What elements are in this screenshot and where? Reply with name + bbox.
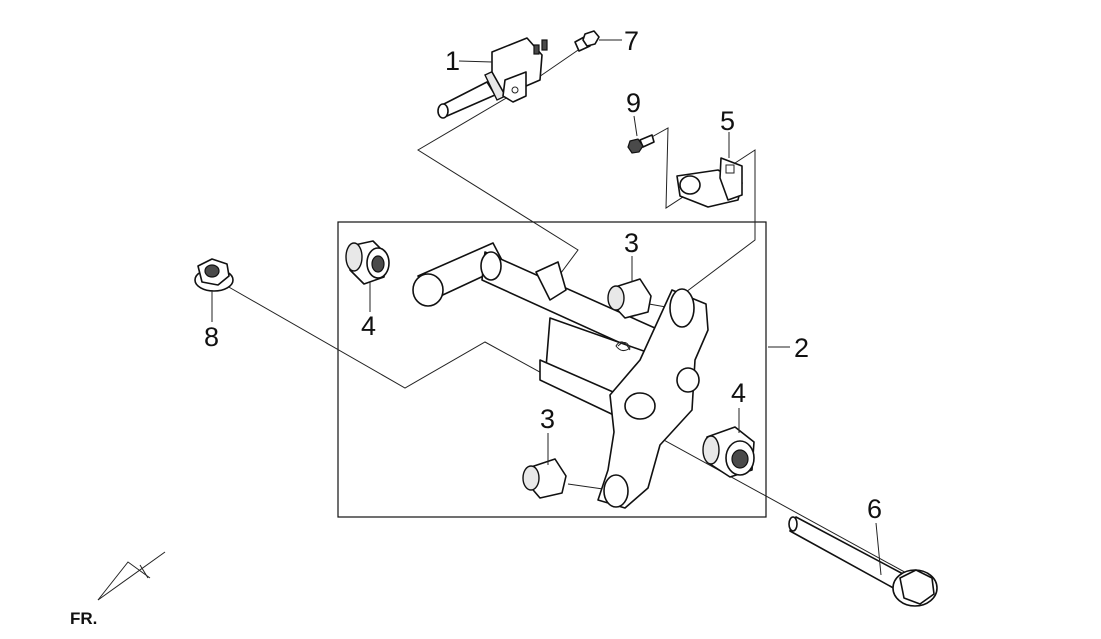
callout-5: 5 bbox=[720, 106, 735, 136]
callout-9: 9 bbox=[626, 88, 641, 118]
part-4-bushing-lower bbox=[702, 426, 755, 478]
callout-leaders bbox=[211, 39, 882, 576]
callout-6: 6 bbox=[867, 494, 882, 524]
part-2-bracket bbox=[412, 242, 709, 509]
front-direction-arrow-icon bbox=[97, 551, 166, 601]
callout-1: 1 bbox=[445, 46, 460, 76]
assembly-frame bbox=[337, 221, 767, 518]
callout-3-upper: 3 bbox=[624, 228, 639, 258]
part-7-bolt bbox=[574, 30, 600, 52]
callout-3-lower: 3 bbox=[540, 404, 555, 434]
part-5-clamp bbox=[676, 157, 743, 208]
part-3-cap-upper bbox=[607, 278, 695, 328]
callout-4-lower: 4 bbox=[731, 378, 746, 408]
part-4-bushing-upper bbox=[345, 240, 390, 285]
part-9-bolt bbox=[627, 134, 655, 154]
part-6-bolt bbox=[788, 516, 938, 607]
part-8-nut bbox=[194, 258, 234, 292]
callout-7: 7 bbox=[624, 26, 639, 56]
callout-4-upper: 4 bbox=[361, 311, 376, 341]
callout-8: 8 bbox=[204, 322, 219, 352]
front-direction-label: FR. bbox=[70, 609, 97, 628]
part-1-solenoid bbox=[437, 37, 548, 119]
part-3-cap-lower bbox=[522, 458, 629, 508]
callout-2: 2 bbox=[794, 333, 809, 363]
